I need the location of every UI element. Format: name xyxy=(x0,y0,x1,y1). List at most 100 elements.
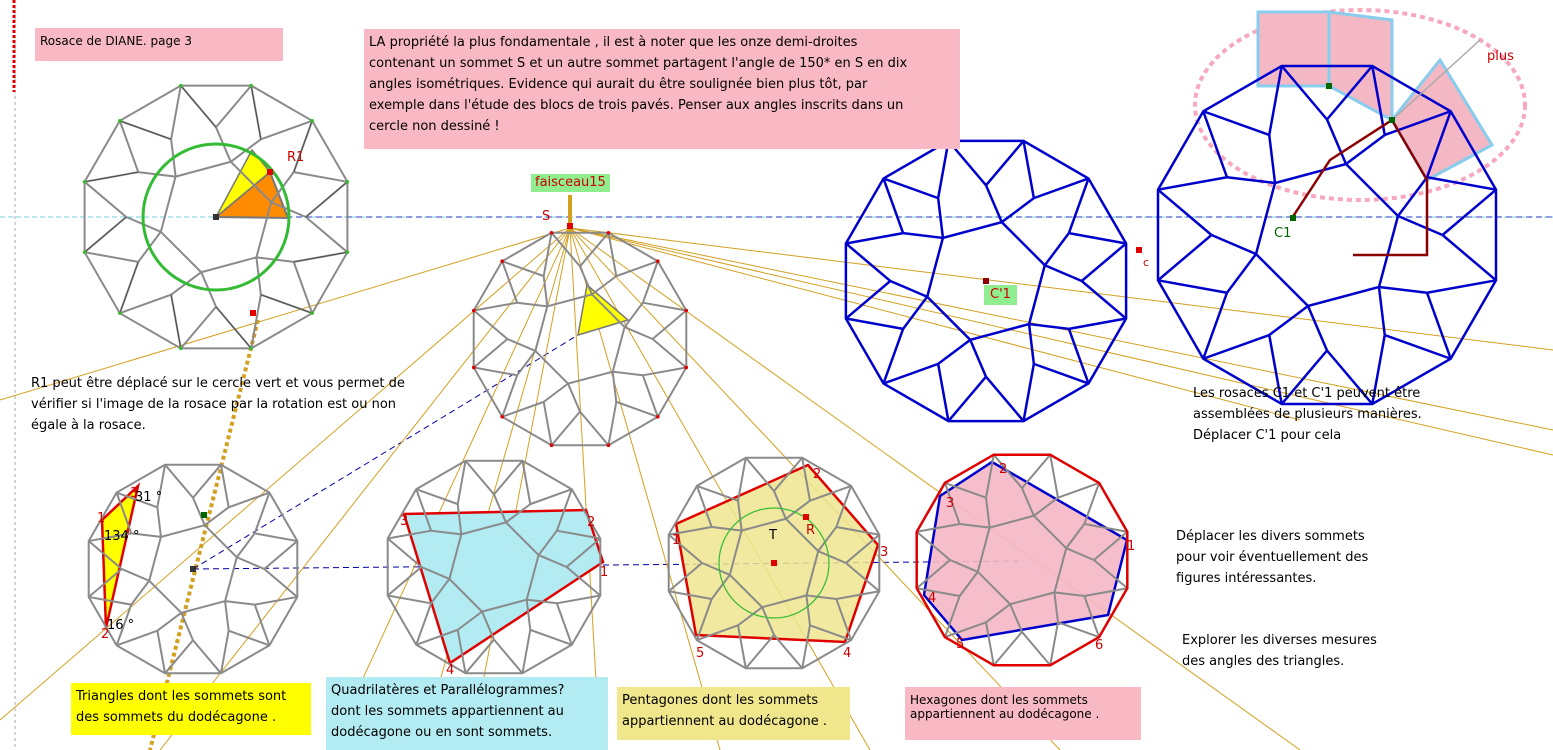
rosace-c1prime-spoke xyxy=(845,242,892,282)
tri-center[interactable] xyxy=(190,566,196,572)
rosace-c1prime-inner-edge xyxy=(1028,322,1070,331)
rosace-hexagons-spoke xyxy=(944,481,987,499)
rosace-hexagons-spoke xyxy=(916,523,960,533)
rosace-quadrilaterals-spoke xyxy=(456,629,467,674)
rosace-pentagons-spoke xyxy=(695,485,713,528)
r1-instructions: R1 peut être déplacé sur le cercle vert … xyxy=(31,376,405,433)
rosace-top-middle-vertex-dot xyxy=(655,414,660,419)
hexagons-note: Hexagones dont les sommets appartiennent… xyxy=(905,687,1141,740)
rosace-c1prime-spoke xyxy=(936,140,950,199)
rosace-pentagons-spoke xyxy=(668,534,703,564)
rosace-top-middle-spoke xyxy=(473,301,518,312)
rosace-triangles-spoke xyxy=(228,491,270,509)
rosace-top-middle-inner-edge xyxy=(591,275,617,296)
rosace-pentagons-inner-edge xyxy=(773,490,787,520)
rosace-c1prime-inner-hexagon xyxy=(925,220,1047,342)
rosace-quadrilaterals-spoke xyxy=(415,628,459,646)
point-r1[interactable] xyxy=(267,169,273,175)
point-s-label: S xyxy=(542,209,551,224)
rosace-c1-inner-edge xyxy=(1396,176,1429,217)
point-s[interactable] xyxy=(567,223,573,229)
rosace-pentagons-spoke xyxy=(696,624,739,642)
rosace-triangles-inner-edge xyxy=(192,497,206,526)
rosace-c1prime xyxy=(844,139,1128,423)
rosace-pentagons-inner-edge xyxy=(711,526,742,532)
rosace-pentagons-inner-edge xyxy=(806,594,837,600)
quad-vertex-1: 1 xyxy=(600,565,609,580)
point-c1[interactable] xyxy=(1290,215,1296,221)
rosace-c1prime-inner-edge xyxy=(937,338,971,365)
rosace-top-left-thin-line xyxy=(305,181,348,218)
rosace-hexagons-spoke xyxy=(993,631,1023,666)
r1-handle[interactable] xyxy=(250,310,256,316)
rosace-top-middle-inner-edge xyxy=(543,382,569,403)
rosace-c1prime-inner-edge xyxy=(889,279,928,298)
rosace-c1prime-spoke xyxy=(985,140,1025,187)
rosace-c1-spoke xyxy=(1202,110,1229,178)
rosace-triangles-spoke xyxy=(156,630,167,674)
rosace-hexagons-spoke xyxy=(985,622,995,666)
rosace-top-left-thin-line xyxy=(84,171,139,183)
rosace-c1-inner-edge xyxy=(1306,305,1329,351)
rosace-top-middle-spoke xyxy=(641,260,659,304)
quad-vertex-3: 3 xyxy=(400,514,409,529)
rosace-c1-spoke xyxy=(1441,188,1497,236)
tri-marker[interactable] xyxy=(201,512,207,518)
point-c1prime-label[interactable]: C'1 xyxy=(984,285,1017,305)
ray-line xyxy=(469,227,571,750)
rosace-top-middle-inner-edge xyxy=(611,371,618,402)
rosace-triangles-spoke xyxy=(115,604,133,646)
angle-a-label: 31 ° xyxy=(135,490,163,505)
rosace-c1prime-inner-edge xyxy=(984,184,1003,223)
point-c1prime[interactable] xyxy=(983,278,989,284)
faisceau-label[interactable]: faisceau15 xyxy=(531,174,610,192)
center-r[interactable] xyxy=(213,214,219,220)
pent-vertex-2: 2 xyxy=(813,467,822,482)
rosace-top-middle-vertex-dot xyxy=(471,365,476,370)
band-point-2[interactable] xyxy=(1389,117,1395,123)
rosace-top-middle-spoke xyxy=(651,309,687,340)
hex-vertex-5: 5 xyxy=(956,637,965,652)
rosace-top-middle-spoke xyxy=(473,309,509,340)
rosace-c1-spoke xyxy=(1371,65,1386,136)
rosace-top-middle-vertex-dot xyxy=(549,230,554,235)
rosace-c1prime-spoke xyxy=(883,177,939,200)
rosace-pentagons-spoke xyxy=(801,457,811,501)
rosace-top-middle-spoke xyxy=(642,301,687,312)
vertex-points[interactable] xyxy=(190,83,1395,572)
rosace-hexagons-inner-edge xyxy=(959,523,990,529)
point-r-label: R xyxy=(806,523,816,538)
rosace-c1-inner-edge xyxy=(1397,214,1443,237)
rosace-triangles-inner-edge xyxy=(131,532,162,538)
band-point[interactable] xyxy=(1326,83,1332,89)
rosace-hexagons-spoke xyxy=(1057,481,1100,499)
rosace-c1-spoke xyxy=(1280,65,1328,121)
rosace-pentagons-spoke xyxy=(845,562,880,592)
rosace-c1-spoke xyxy=(1157,188,1213,236)
rosace-top-middle-spoke xyxy=(651,338,687,369)
rosace-c1prime-spoke xyxy=(1080,280,1127,320)
move-vertices-note: Déplacer les divers sommets pour voir év… xyxy=(1176,529,1369,586)
rosace-c1 xyxy=(1156,64,1498,406)
rosace-triangles-spoke xyxy=(253,492,271,534)
rosace-top-left-vertex-dot xyxy=(345,250,350,254)
pent-center[interactable] xyxy=(771,560,777,566)
rosace-top-middle-inner-edge xyxy=(624,326,653,340)
rosace-c1prime-spoke xyxy=(845,231,904,245)
rosace-top-left-thin-line xyxy=(215,306,252,349)
plus-label[interactable]: plus xyxy=(1487,49,1514,64)
rosace-hexagons-spoke xyxy=(1049,454,1059,498)
rosace-top-left-spoke xyxy=(118,120,140,173)
rosace-triangles-spoke xyxy=(219,464,230,508)
hex-vertex-1: 1 xyxy=(1127,539,1136,554)
rosace-hexagons-spoke xyxy=(1093,531,1128,561)
point-c[interactable] xyxy=(1136,247,1142,253)
rosace-top-middle-spoke xyxy=(473,338,509,369)
pentagon-circle xyxy=(718,507,830,619)
ray-line xyxy=(159,227,571,750)
rosace-c1prime-spoke xyxy=(1022,363,1036,422)
point-r[interactable] xyxy=(803,514,809,520)
plus-arrow xyxy=(1391,39,1481,121)
rosace-hexagons-inner-edge xyxy=(1009,603,1023,633)
